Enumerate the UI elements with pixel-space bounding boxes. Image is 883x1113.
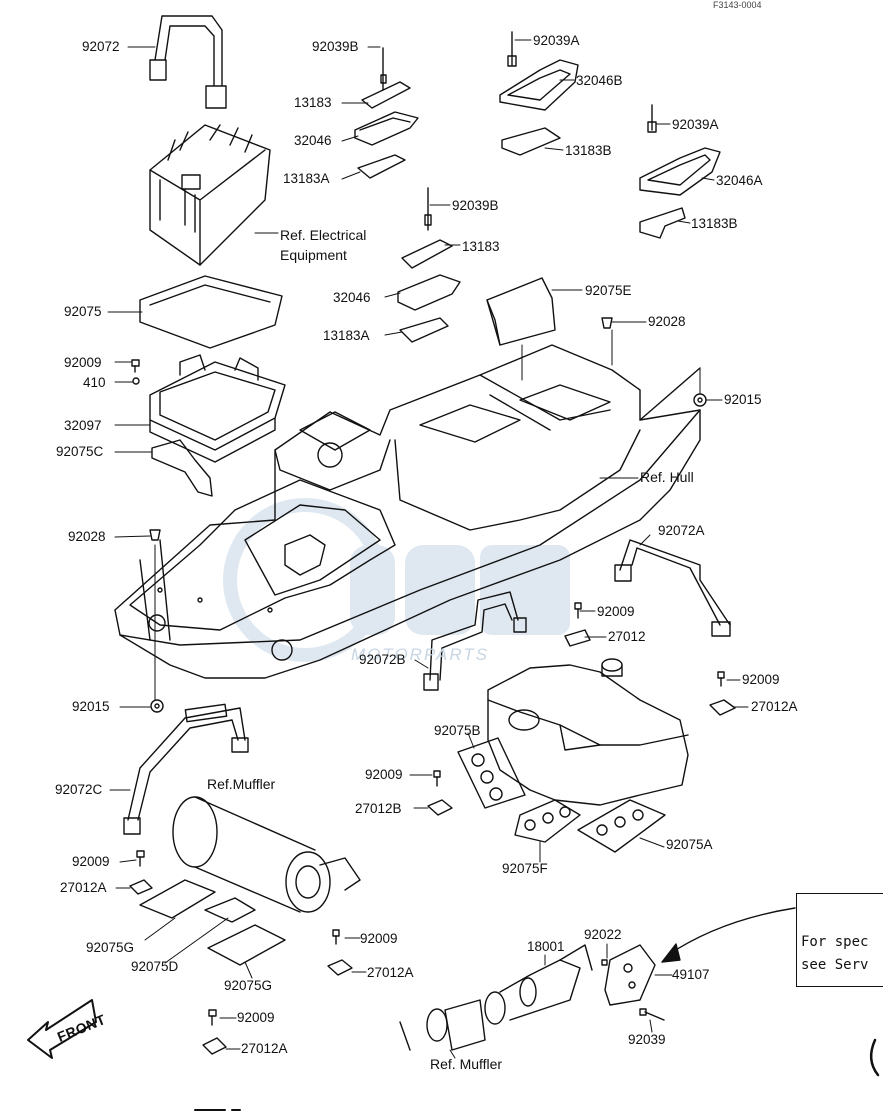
- tank-pads: [457, 737, 666, 853]
- label-92075g: 92075G: [86, 940, 135, 955]
- label-92072a: 92072A: [658, 523, 705, 538]
- label-18001: 18001: [527, 939, 565, 954]
- label-92072b: 92072B: [359, 652, 406, 667]
- front-arrow: [27, 999, 97, 1059]
- label-92009-5: 92009: [72, 854, 110, 869]
- label-92009-4: 92009: [365, 767, 403, 782]
- reference-arrow: [667, 907, 796, 956]
- label-13183a: 13183A: [283, 171, 330, 186]
- note-line-2: see Serv: [801, 957, 869, 973]
- pad-92075e: [486, 277, 556, 346]
- edge-fragment: [869, 1038, 880, 1077]
- strap-92072b: [423, 591, 527, 691]
- label-92039: 92039: [628, 1032, 666, 1047]
- battery-pad: [139, 275, 283, 349]
- small-screws: [131, 359, 140, 385]
- label-92075g-2: 92075G: [224, 978, 273, 993]
- label-32046: 32046: [294, 133, 332, 148]
- strap-92072a: [614, 539, 731, 637]
- watermark-text: MOTORPARTS: [351, 645, 490, 664]
- label-92009: 92009: [64, 355, 102, 370]
- specification-note: For spec see Serv: [796, 893, 883, 987]
- label-92039a-2: 92039A: [672, 117, 719, 132]
- label-equipment: Equipment: [280, 247, 347, 263]
- label-92009-7: 92009: [237, 1010, 275, 1025]
- label-92022: 92022: [584, 927, 622, 942]
- leader-lines: [107, 39, 749, 1059]
- battery-strap: [149, 15, 227, 109]
- label-27012a-4: 27012A: [241, 1041, 288, 1056]
- bracket-set-3: [639, 104, 721, 239]
- label-ref-muffler-2: Ref. Muffler: [430, 1056, 503, 1072]
- label-92009-2: 92009: [597, 604, 635, 619]
- label-27012a: 27012A: [751, 699, 798, 714]
- label-92075d: 92075D: [131, 959, 179, 974]
- label-92015: 92015: [724, 392, 762, 407]
- label-32046-2: 32046: [333, 290, 371, 305]
- lower-fasteners: [129, 602, 736, 1055]
- label-92072: 92072: [82, 39, 120, 54]
- label-27012a-3: 27012A: [367, 965, 414, 980]
- reference-arrowhead: [661, 943, 681, 963]
- label-13183: 13183: [294, 95, 332, 110]
- label-32046b: 32046B: [576, 73, 623, 88]
- label-92028-2: 92028: [68, 529, 106, 544]
- label-92075b: 92075B: [434, 723, 481, 738]
- case-pad: [151, 439, 213, 497]
- label-ref-muffler: Ref.Muffler: [207, 776, 276, 792]
- label-27012a-2: 27012A: [60, 880, 107, 895]
- label-92075f: 92075F: [502, 861, 548, 876]
- label-13183-2: 13183: [462, 239, 500, 254]
- label-92075e: 92075E: [585, 283, 632, 298]
- muffler-pads: [139, 879, 286, 966]
- label-32097: 32097: [64, 418, 102, 433]
- muffler: [172, 796, 361, 913]
- bracket-set-1: [354, 47, 419, 179]
- label-13183a-2: 13183A: [323, 328, 370, 343]
- label-92075: 92075: [64, 304, 102, 319]
- battery-case: [149, 354, 286, 463]
- label-13183b: 13183B: [565, 143, 612, 158]
- label-ref-electrical: Ref. Electrical: [280, 227, 367, 243]
- label-27012: 27012: [608, 629, 646, 644]
- label-ref-hull: Ref. Hull: [640, 469, 694, 485]
- label-410: 410: [83, 375, 106, 390]
- bracket-set-2: [499, 31, 579, 156]
- label-92072c: 92072C: [55, 782, 103, 797]
- hull: [114, 344, 701, 679]
- battery: [149, 124, 271, 266]
- label-92039a: 92039A: [533, 33, 580, 48]
- exhaust-assembly: [399, 944, 593, 1051]
- label-49107: 49107: [672, 967, 710, 982]
- label-13183b-2: 13183B: [691, 216, 738, 231]
- label-92075c: 92075C: [56, 444, 104, 459]
- label-92039b: 92039B: [312, 39, 359, 54]
- label-92009-6: 92009: [360, 931, 398, 946]
- label-92009-3: 92009: [742, 672, 780, 687]
- label-92015-2: 92015: [72, 699, 110, 714]
- label-27012b: 27012B: [355, 801, 402, 816]
- fuel-tank: [487, 658, 689, 806]
- note-line-1: For spec: [801, 934, 869, 950]
- label-92039b-2: 92039B: [452, 198, 499, 213]
- diagram-code: F3143-0004: [713, 0, 762, 10]
- label-92028: 92028: [648, 314, 686, 329]
- strap-92072c: [123, 703, 249, 835]
- bracket-set-4: [397, 187, 461, 343]
- label-32046a: 32046A: [716, 173, 763, 188]
- bracket-49107: [601, 944, 665, 1021]
- label-92075a: 92075A: [666, 837, 713, 852]
